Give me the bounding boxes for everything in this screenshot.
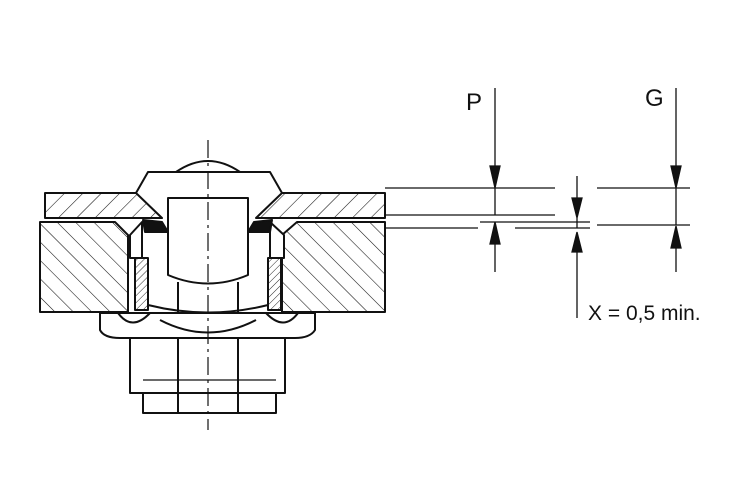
label-g: G [645, 85, 664, 112]
label-x-note: X = 0,5 min. [588, 302, 701, 325]
rivet-head [135, 160, 283, 194]
lower-plate [39, 221, 386, 313]
upper-sheet [44, 192, 386, 219]
label-p: P [466, 89, 482, 116]
dimension-p [489, 88, 501, 272]
extension-lines [385, 187, 690, 229]
dimension-x [571, 176, 583, 318]
nut [99, 312, 316, 414]
dimension-g [670, 88, 682, 272]
